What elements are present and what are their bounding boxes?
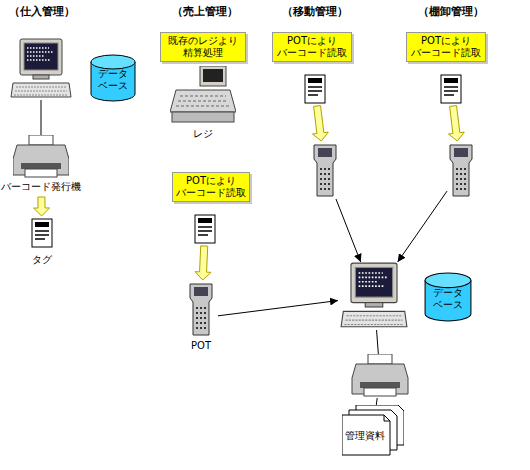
node-label: 管理資料 xyxy=(342,430,388,442)
handheld-graphic xyxy=(447,143,475,199)
tag-symbol xyxy=(441,75,461,103)
db-node: データ ベース xyxy=(424,272,472,322)
step-callout: POTにより バーコード読取 xyxy=(172,172,250,202)
printer-graphic xyxy=(344,354,416,398)
tag-symbol xyxy=(32,219,52,247)
tag-node xyxy=(304,74,326,104)
handheld-graphic xyxy=(187,282,215,338)
register-graphic xyxy=(170,66,236,124)
step-callout: 既存のレジより 精算処理 xyxy=(160,32,246,62)
section-header: （移動管理） xyxy=(268,4,362,19)
handheld-node: POT xyxy=(184,282,218,354)
block-arrow xyxy=(448,106,464,141)
handheld-node xyxy=(311,143,339,199)
node-label: レジ xyxy=(168,128,238,140)
tag-node xyxy=(194,214,216,244)
printer-symbol xyxy=(13,135,69,177)
callout-text: POTにより バーコード読取 xyxy=(173,175,249,199)
handheld-graphic xyxy=(311,143,339,199)
computer-symbol xyxy=(11,39,71,97)
section-header: （棚卸管理） xyxy=(404,4,498,19)
callout-text: 既存のレジより 精算処理 xyxy=(161,35,245,59)
tag-graphic xyxy=(440,74,462,104)
block-arrow xyxy=(312,106,328,141)
handheld-node xyxy=(447,143,475,199)
step-callout: POTにより バーコード読取 xyxy=(406,32,486,62)
computer-graphic xyxy=(338,262,410,330)
flow-connector xyxy=(218,301,338,316)
printer-symbol xyxy=(352,354,408,396)
tag-symbol xyxy=(195,215,215,243)
tag-node: タグ xyxy=(24,218,60,270)
block-arrow xyxy=(195,246,211,280)
printer-node: バーコード発行機 xyxy=(0,135,82,195)
flow-connector xyxy=(376,398,378,405)
db-node: データ ベース xyxy=(90,54,136,102)
node-label: データ ベース xyxy=(93,68,133,92)
db-symbol xyxy=(425,273,471,321)
db-symbol xyxy=(91,55,135,101)
handheld-symbol xyxy=(450,145,472,196)
computer-node xyxy=(338,262,410,330)
flow-connector xyxy=(377,330,379,354)
register-node: レジ xyxy=(168,66,238,142)
tag-graphic xyxy=(194,214,216,244)
node-label: バーコード発行機 xyxy=(0,181,82,193)
node-label: POT xyxy=(184,340,218,352)
section-header: （売上管理） xyxy=(158,4,252,19)
docs-node: 管理資料 xyxy=(342,405,404,457)
handheld-symbol xyxy=(314,145,336,196)
docs-symbol xyxy=(342,405,404,455)
block-arrow xyxy=(34,197,50,216)
computer-symbol xyxy=(341,263,407,327)
node-label: タグ xyxy=(24,254,60,266)
tag-node xyxy=(440,74,462,104)
computer-graphic xyxy=(10,38,72,100)
tag-graphic xyxy=(304,74,326,104)
node-label: データ ベース xyxy=(428,287,468,311)
flow-connector xyxy=(398,191,447,262)
tag-symbol xyxy=(305,75,325,103)
step-callout: POTにより バーコード読取 xyxy=(272,32,352,62)
flow-connector xyxy=(41,100,42,135)
callout-text: POTにより バーコード読取 xyxy=(273,35,351,59)
flow-connector xyxy=(336,199,361,262)
register-symbol xyxy=(170,66,236,122)
callout-text: POTにより バーコード読取 xyxy=(407,35,485,59)
handheld-symbol xyxy=(190,284,212,335)
printer-node xyxy=(344,354,416,398)
tag-graphic xyxy=(31,218,53,248)
section-header: （仕入管理） xyxy=(0,4,84,19)
computer-node xyxy=(10,38,72,100)
printer-graphic xyxy=(13,135,69,179)
